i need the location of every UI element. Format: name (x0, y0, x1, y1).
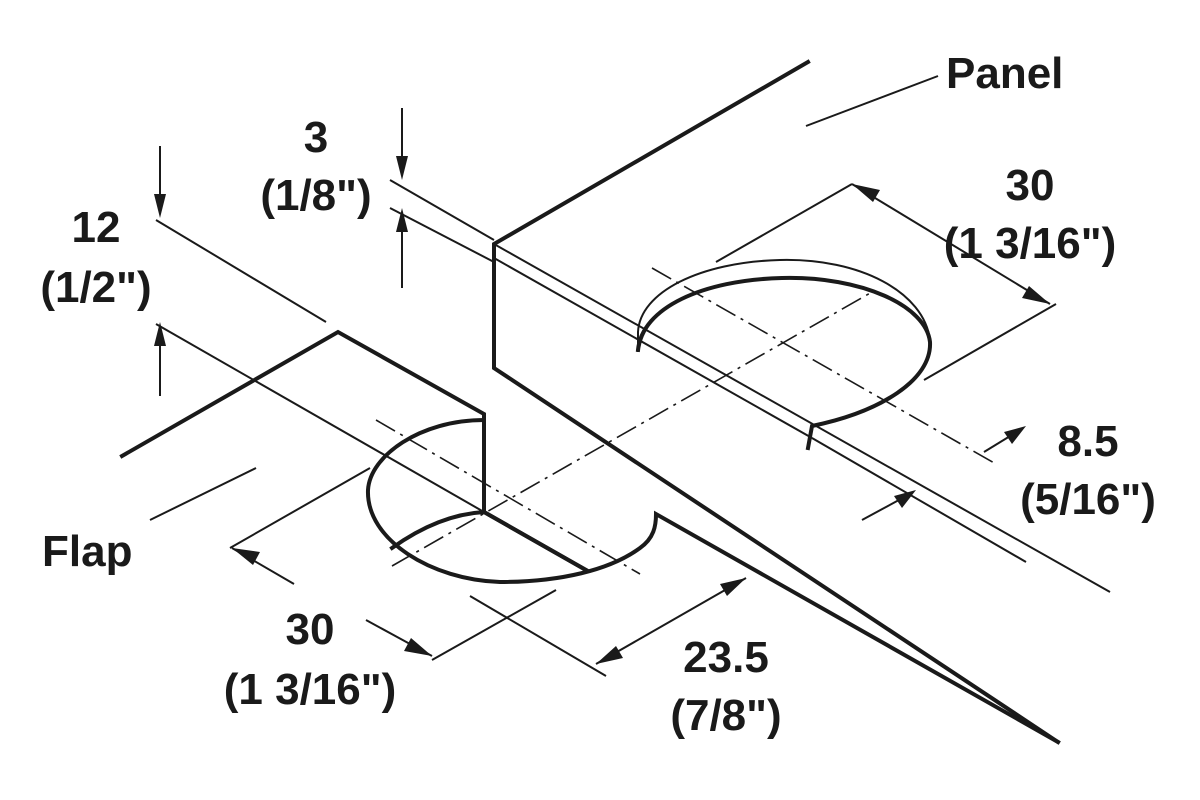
dim-panel-offset-metric: 8.5 (1057, 417, 1118, 466)
dim-flap-offset-imperial: (7/8") (670, 691, 781, 740)
panel-leader-line (805, 75, 939, 127)
label-flap: Flap (42, 527, 132, 576)
dim-panel-offset-geometry (811, 426, 1027, 563)
panel-bore (635, 258, 933, 451)
bore-centerline (391, 291, 873, 567)
dim-panel-bore-metric: 30 (1006, 161, 1055, 210)
dim-panel-bore-imperial: (1 3/16") (944, 219, 1117, 268)
dim-flap-bore-geometry (229, 467, 557, 661)
dim-flap-bore-metric: 30 (286, 605, 335, 654)
dim-panel-thickness-metric: 3 (304, 113, 328, 162)
dim-flap-thickness-imperial: (1/2") (40, 263, 151, 312)
flap-bore (365, 417, 1061, 745)
dim-flap-bore-imperial: (1 3/16") (224, 665, 397, 714)
dim-flap-offset-geometry (469, 577, 747, 677)
dim-flap-offset-metric: 23.5 (683, 633, 769, 682)
dim-panel-bore-geometry (715, 183, 1057, 381)
dim-panel-thickness-geometry (389, 108, 495, 288)
panel-outline (492, 59, 1111, 745)
dim-panel-thickness-imperial: (1/8") (260, 171, 371, 220)
flap-outline (119, 219, 589, 573)
dim-flap-thickness-metric: 12 (72, 203, 121, 252)
panel-bore-centerline (651, 267, 997, 465)
label-panel: Panel (946, 49, 1063, 98)
dim-panel-offset-imperial: (5/16") (1020, 475, 1156, 524)
flap-leader-line (149, 467, 257, 521)
dim-flap-thickness-geometry (154, 146, 166, 396)
flap-bore-centerline (375, 419, 641, 575)
